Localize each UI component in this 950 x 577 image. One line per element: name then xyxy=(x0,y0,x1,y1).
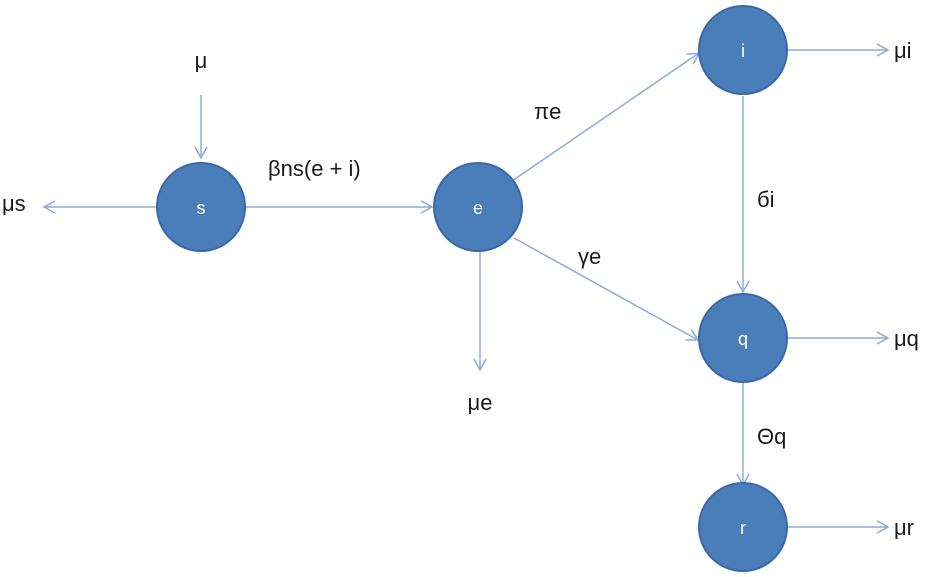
node-s-label: s xyxy=(197,198,206,218)
node-r: r xyxy=(698,482,788,572)
node-r-circle xyxy=(698,482,788,572)
label-gamma-e: γe xyxy=(578,244,601,269)
node-i: i xyxy=(698,5,788,95)
label-beta-ns: βns(e + i) xyxy=(268,156,361,181)
label-pi-e: πe xyxy=(534,99,561,124)
edge-e-to-i xyxy=(511,52,701,182)
node-i-label: i xyxy=(741,41,745,61)
edge-labels: μ μs βns(e + i) πe γe μe μi бi μq Θq μr xyxy=(2,38,919,540)
node-s: s xyxy=(156,162,246,252)
node-s-circle xyxy=(156,162,246,252)
node-i-circle xyxy=(698,5,788,95)
node-q-label: q xyxy=(738,329,748,349)
label-mu-q: μq xyxy=(894,326,919,351)
label-mu-r: μr xyxy=(894,515,914,540)
node-e-circle xyxy=(433,162,523,252)
node-e-label: e xyxy=(473,198,483,218)
node-q-circle xyxy=(698,293,788,383)
label-mu-e: μe xyxy=(468,390,493,415)
label-mu-i: μi xyxy=(894,38,912,63)
label-mu-inflow: μ xyxy=(195,48,208,73)
node-q: q xyxy=(698,293,788,383)
node-r-label: r xyxy=(740,518,746,538)
edges xyxy=(42,43,890,534)
label-sigma-i: бi xyxy=(757,187,775,212)
label-theta-q: Θq xyxy=(757,424,786,449)
node-e: e xyxy=(433,162,523,252)
label-mu-s: μs xyxy=(2,191,26,216)
edge-e-to-q xyxy=(513,237,700,341)
